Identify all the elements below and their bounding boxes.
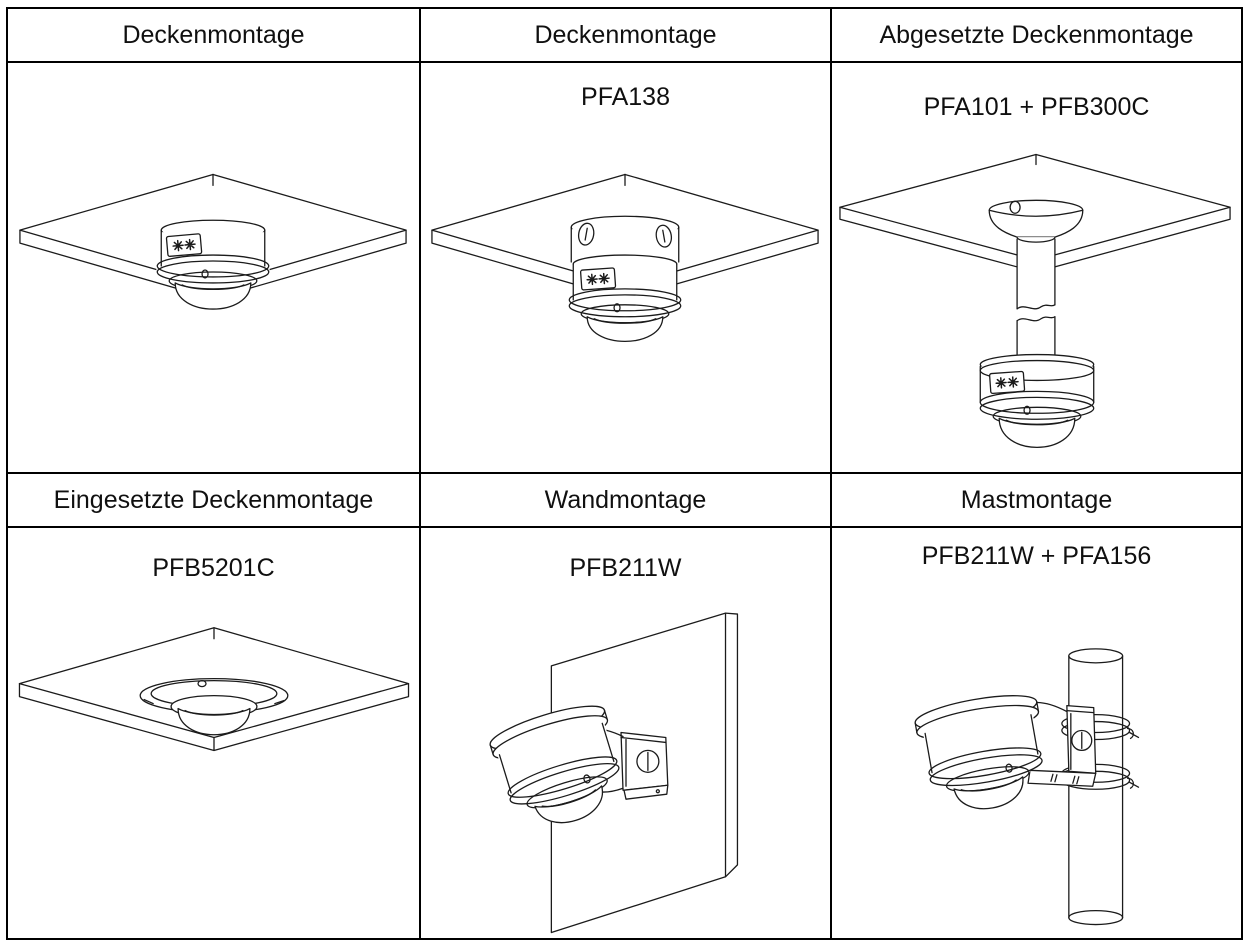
header-label: Wandmontage xyxy=(544,485,707,514)
screw-slot-icon xyxy=(577,222,595,246)
dome-camera xyxy=(568,254,682,343)
mounting-options-table: Deckenmontage Deckenmontage Abgesetzte D… xyxy=(6,7,1243,940)
pendant-mount-illustration xyxy=(839,153,1231,448)
accessory-model-label: PFB211W + PFA156 xyxy=(921,542,1152,570)
pole-mount-illustration xyxy=(914,648,1140,926)
header-label: Mastmontage xyxy=(960,485,1113,514)
mount-type-header-recessed: Eingesetzte Deckenmontage xyxy=(8,472,419,526)
wall-mount-illustration xyxy=(489,612,739,934)
screw-slot-icon xyxy=(655,224,673,248)
dome-camera xyxy=(489,705,620,824)
ceiling-mount-junction-box-illustration xyxy=(431,173,819,343)
camera-logo-icon xyxy=(988,370,1026,395)
header-label: Abgesetzte Deckenmontage xyxy=(879,20,1194,49)
dome-camera xyxy=(156,219,270,310)
cell-wall-mount: PFB211W xyxy=(419,526,830,938)
cell-pole-mount: PFB211W + PFA156 xyxy=(830,526,1241,938)
header-label: Deckenmontage xyxy=(534,20,717,49)
pendant-tube xyxy=(1016,236,1056,362)
cell-pendant-mount: PFA101 + PFB300C xyxy=(830,61,1241,472)
mount-type-header-wall: Wandmontage xyxy=(419,472,830,526)
mount-type-header-pole: Mastmontage xyxy=(830,472,1241,526)
pole xyxy=(1068,648,1124,926)
mount-type-header-pendant: Abgesetzte Deckenmontage xyxy=(830,9,1241,61)
accessory-model-label: PFA138 xyxy=(581,83,670,111)
junction-box xyxy=(569,215,681,265)
mount-type-header-ceiling-1: Deckenmontage xyxy=(8,9,419,61)
wall-bracket xyxy=(580,727,669,800)
accessory-model-label: PFB5201C xyxy=(152,554,275,582)
camera-logo-icon xyxy=(579,267,617,291)
dome-camera xyxy=(978,353,1096,448)
cell-ceiling-mount-direct xyxy=(8,61,419,472)
pendant-mount-base xyxy=(988,199,1084,238)
mount-type-header-ceiling-2: Deckenmontage xyxy=(419,9,830,61)
pole-bracket xyxy=(1027,701,1097,787)
header-label: Deckenmontage xyxy=(122,20,305,49)
accessory-model-label: PFB211W xyxy=(569,554,682,582)
cell-ceiling-mount-pfa138: PFA138 xyxy=(419,61,830,472)
dome-camera xyxy=(914,695,1044,810)
dome-camera xyxy=(170,694,258,736)
camera-logo-icon xyxy=(165,233,203,257)
header-label: Eingesetzte Deckenmontage xyxy=(53,485,374,514)
accessory-model-label: PFA101 + PFB300C xyxy=(923,93,1150,121)
ceiling-mount-illustration xyxy=(19,173,407,310)
cell-recessed-mount: PFB5201C xyxy=(8,526,419,938)
recessed-mount-illustration xyxy=(18,627,410,752)
